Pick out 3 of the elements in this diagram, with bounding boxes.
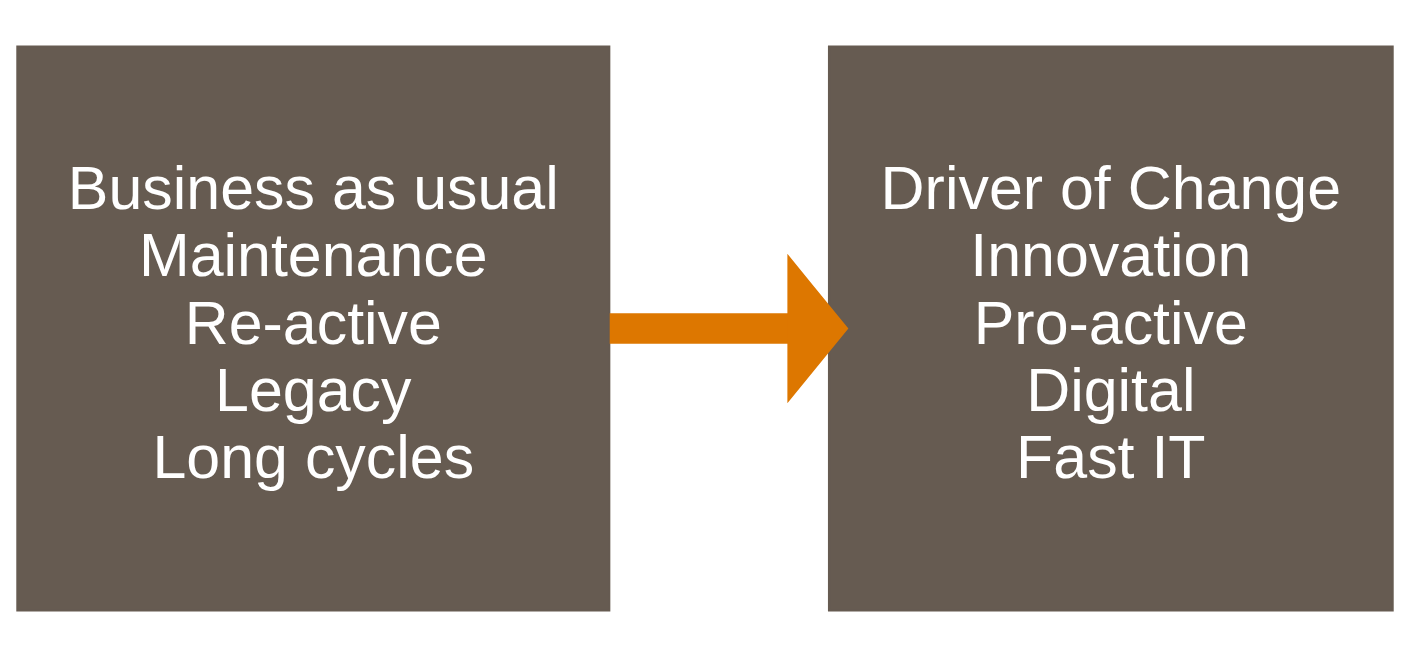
node-box: Driver of Change Innovation Pro-active Digital Fast IT [827, 45, 1394, 611]
node-box: Business as usual Maintenance Re-active Legacy Long cycles [16, 45, 611, 611]
arrow [609, 253, 849, 403]
